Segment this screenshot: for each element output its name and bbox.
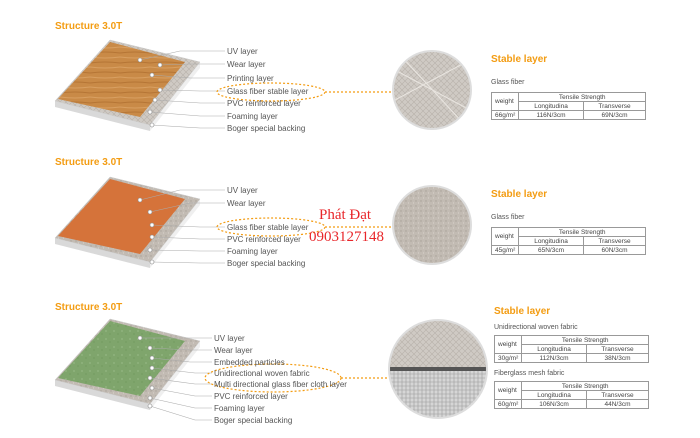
watermark-name: Phát Đạt (319, 207, 372, 223)
col-transverse: Transverse (582, 101, 647, 111)
section-1-title: Structure 3.0T (55, 21, 123, 32)
leader-lines-3 (140, 337, 212, 421)
layer-label: Unidirectional woven fabric (214, 369, 310, 378)
layer-label: Foaming layer (214, 404, 265, 413)
fabric-name-1: Glass fiber (491, 79, 525, 86)
col-longitudinal: Longitudina (521, 344, 587, 354)
weight-value: 60g/m² (493, 399, 523, 409)
floor-slab-1 (54, 39, 201, 131)
fabric-name-3a: Unidirectional woven fabric (494, 324, 578, 331)
leader-lines-1 (139, 50, 225, 129)
floor-slab-3 (54, 318, 201, 410)
layer-label: Printing layer (227, 74, 274, 83)
weight-value: 45g/m² (490, 245, 520, 255)
transverse-value: 44N/3cm (585, 399, 650, 409)
section-3-title: Structure 3.0T (55, 302, 123, 313)
glass-fiber-sample-2 (394, 187, 470, 263)
layer-label: PVC reinforced layer (227, 235, 301, 244)
longitudinal-value: 65N/3cm (518, 245, 584, 255)
layer-label: PVC reinforced layer (214, 392, 288, 401)
section-2-title: Structure 3.0T (55, 157, 123, 168)
weight-header: weight (490, 92, 520, 111)
floor-slab-2 (54, 176, 201, 268)
transverse-value: 69N/3cm (582, 110, 647, 120)
layer-label: UV layer (214, 334, 245, 343)
layer-label: UV layer (227, 47, 258, 56)
longitudinal-value: 116N/3cm (518, 110, 584, 120)
dots-3 (137, 335, 155, 409)
layer-label: Wear layer (214, 346, 253, 355)
tensile-header: Tensile Strength (521, 381, 650, 391)
col-transverse: Transverse (582, 236, 647, 246)
weight-value: 30g/m² (493, 353, 523, 363)
layer-label: Embedded particles (214, 358, 285, 367)
col-transverse: Transverse (585, 344, 650, 354)
longitudinal-value: 106N/3cm (521, 399, 587, 409)
transverse-value: 38N/3cm (585, 353, 650, 363)
layer-label: Boger special backing (227, 124, 306, 133)
dots-2 (137, 197, 155, 265)
tensile-header: Tensile Strength (521, 335, 650, 345)
weight-header: weight (493, 381, 523, 400)
layer-label: Glass fiber stable layer (227, 87, 309, 96)
fabric-name-3b: Fiberglass mesh fabric (494, 370, 565, 377)
glass-fiber-sample-1 (394, 52, 470, 128)
col-longitudinal: Longitudina (518, 101, 584, 111)
layer-label: Foaming layer (227, 247, 278, 256)
fabric-name-2: Glass fiber (491, 214, 525, 221)
layer-label: Wear layer (227, 199, 266, 208)
stable-layer-title-3: Stable layer (494, 306, 551, 317)
col-longitudinal: Longitudina (518, 236, 584, 246)
col-transverse: Transverse (585, 390, 650, 400)
layer-label: Glass fiber stable layer (227, 223, 309, 232)
tensile-header: Tensile Strength (518, 227, 647, 237)
layer-label: Foaming layer (227, 112, 278, 121)
transverse-value: 60N/3cm (582, 245, 647, 255)
layer-label: Boger special backing (214, 416, 293, 425)
weight-header: weight (493, 335, 523, 354)
weight-header: weight (490, 227, 520, 246)
stable-layer-title-2: Stable layer (491, 189, 548, 200)
stable-layer-title-1: Stable layer (491, 54, 548, 65)
leader-lines-2 (139, 189, 225, 264)
longitudinal-value: 112N/3cm (521, 353, 587, 363)
layer-label: Wear layer (227, 60, 266, 69)
layer-label: PVC reinforced layer (227, 99, 301, 108)
watermark-phone: 0903127148 (309, 229, 384, 245)
layer-label: UV layer (227, 186, 258, 195)
tensile-header: Tensile Strength (518, 92, 647, 102)
layer-label: Boger special backing (227, 259, 306, 268)
col-longitudinal: Longitudina (521, 390, 587, 400)
layer-label: Multi directional glass fiber cloth laye… (214, 380, 347, 389)
dots-1 (137, 57, 163, 128)
weight-value: 66g/m² (490, 110, 520, 120)
